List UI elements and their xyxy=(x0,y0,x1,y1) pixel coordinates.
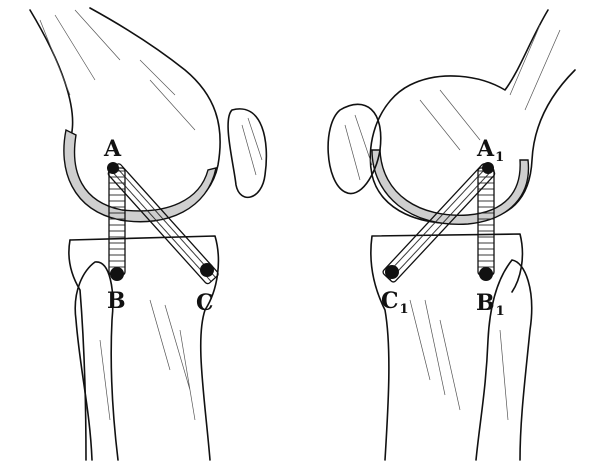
right-label-a-sub: 1 xyxy=(495,150,504,165)
right-label-b: B1 xyxy=(476,290,505,319)
right-label-c: C1 xyxy=(381,288,409,317)
right-knee: A1 B1 C1 xyxy=(328,10,575,460)
right-point-b xyxy=(479,267,493,281)
left-label-c: C xyxy=(196,290,214,316)
left-label-b: B xyxy=(107,288,126,314)
right-label-a: A1 xyxy=(476,136,504,165)
left-point-a xyxy=(107,162,119,174)
right-label-b-sub: 1 xyxy=(496,304,505,319)
left-label-a: A xyxy=(103,136,122,162)
left-patella xyxy=(228,109,266,197)
right-point-a xyxy=(482,162,494,174)
right-point-c xyxy=(385,265,399,279)
right-label-c-sub: 1 xyxy=(400,302,409,317)
left-point-c xyxy=(200,263,214,277)
left-point-b xyxy=(110,267,124,281)
left-knee: A B C xyxy=(30,8,266,460)
